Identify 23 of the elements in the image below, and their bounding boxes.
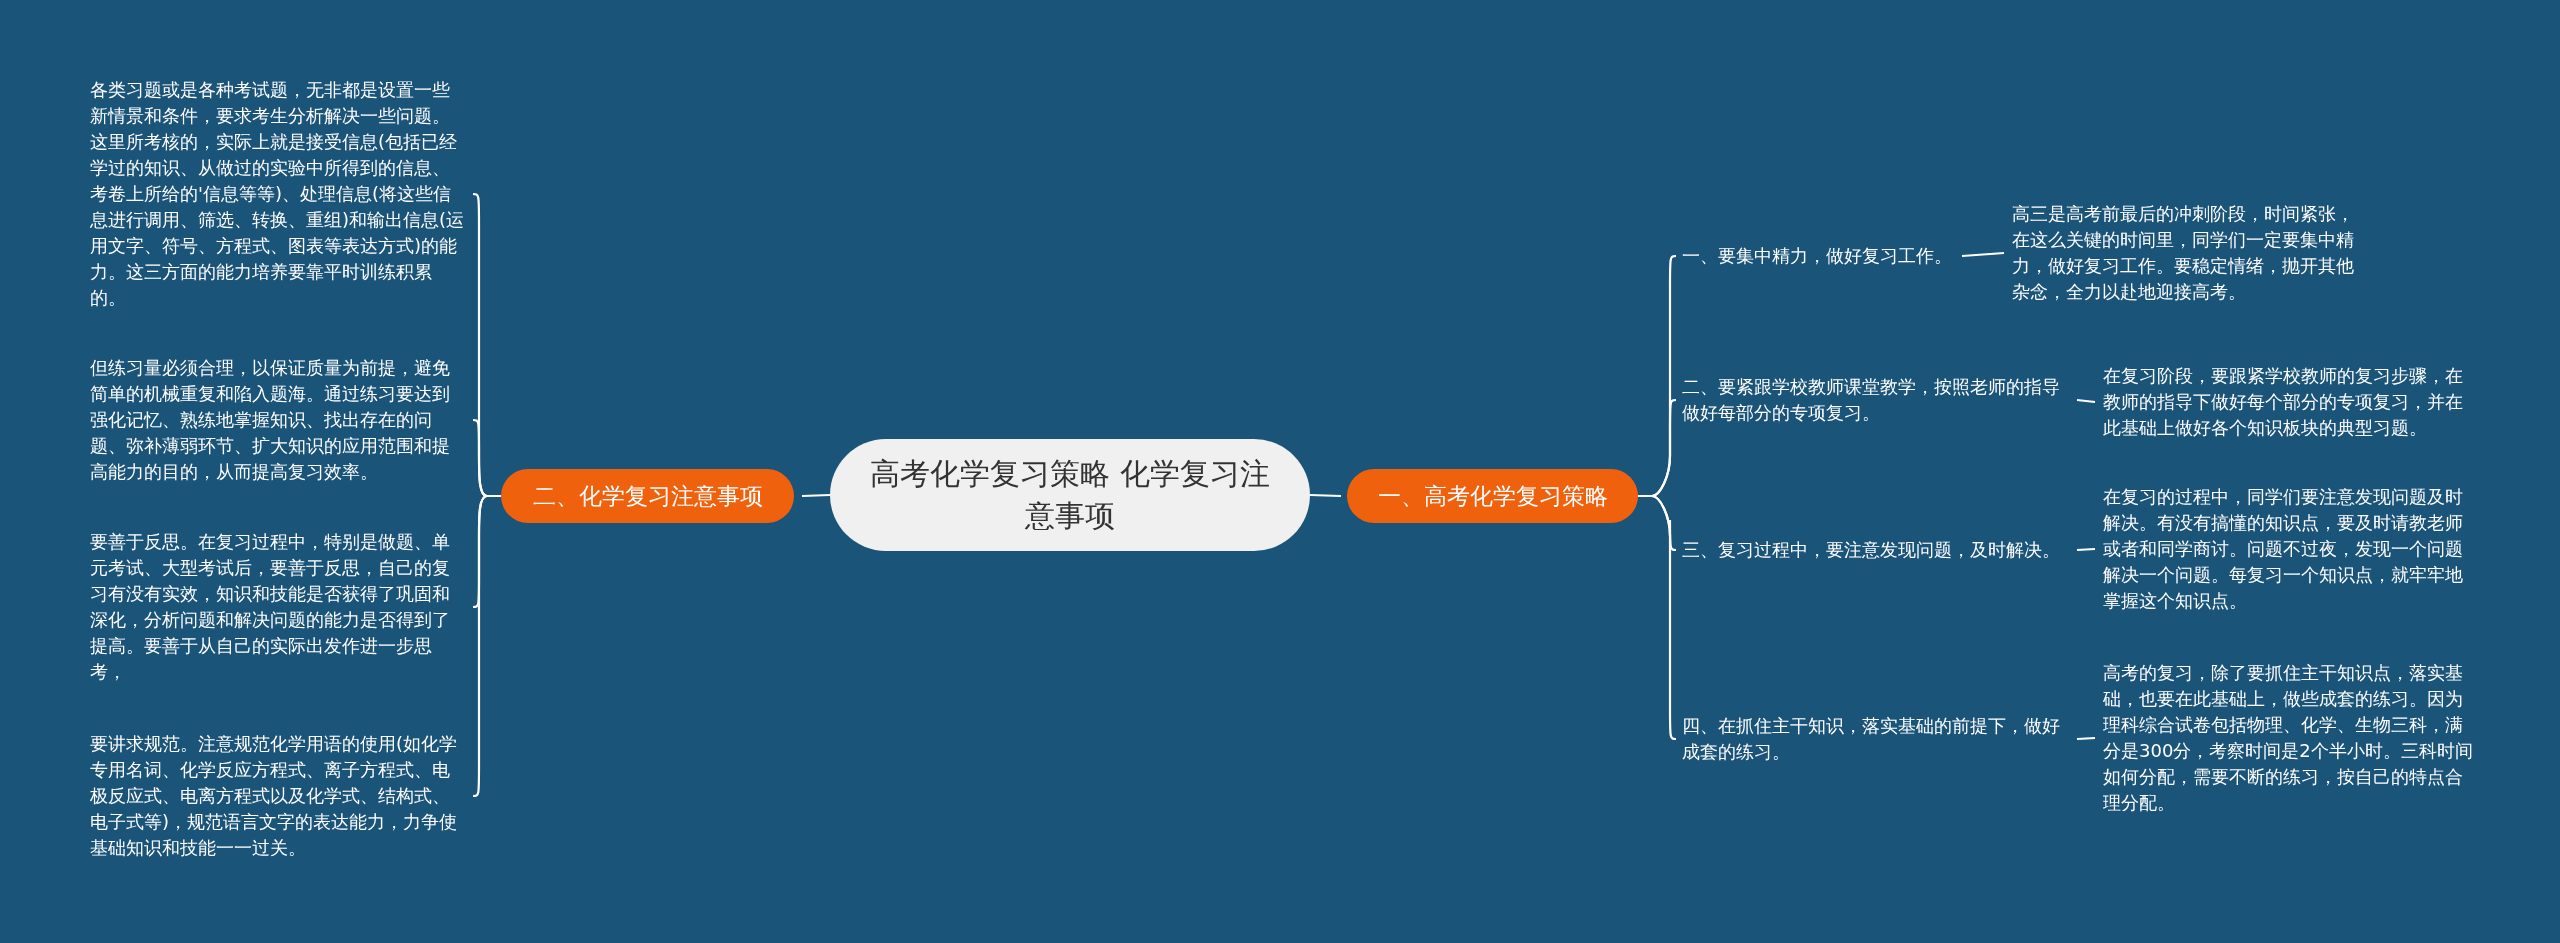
detail-text: 高考的复习，除了要抓住主干知识点，落实基础，也要在此基础上，做些成套的练习。因为理科综合试卷包括物理、化学、生物三科，满分是300分，考察时间是2个半小时。三科时间如何分配，需要不断的练习，按自己的特点合理分配。 xyxy=(2103,660,2478,816)
connector-line xyxy=(1309,493,1342,498)
detail-text: 各类习题或是各种考试题，无非都是设置一些新情景和条件，要求考生分析解决一些问题。这里所考核的，实际上就是接受信息(包括已经学过的知识、从做过的实验中所得到的信息、考卷上所给的'信息等等)、处理信息(将这些信息进行调用、筛选、转换、重组)和输出信息(运用文字、符号、方程式、图表等表达方式)的能力。这三方面的能力培养要靠平时训练积累的。 xyxy=(90,77,465,311)
connector-line xyxy=(472,494,501,798)
detail-text: 在复习的过程中，同学们要注意发现问题及时解决。有没有搞懂的知识点，要及时请教老师或者和同学商讨。问题不过夜，发现一个问题解决一个问题。每复习一个知识点，就牢牢地掌握这个知识点。 xyxy=(2103,484,2478,614)
central-topic: 高考化学复习策略 化学复习注意事项 xyxy=(830,439,1310,551)
detail-text: 高三是高考前最后的冲刺阶段，时间紧张，在这么关键的时间里，同学们一定要集中精力，做好复习工作。要稳定情绪，抛开其他杂念，全力以赴地迎接高考。 xyxy=(2012,201,2357,305)
connector-line xyxy=(1961,251,2005,258)
subtopic-text: 二、要紧跟学校教师课堂教学，按照老师的指导做好每部分的专项复习。 xyxy=(1682,374,2067,426)
subtopic-text: 三、复习过程中，要注意发现问题，及时解决。 xyxy=(1682,537,2067,563)
connector-line xyxy=(801,493,831,498)
connector-line xyxy=(2076,398,2096,404)
detail-text: 要讲求规范。注意规范化学用语的使用(如化学专用名词、化学反应方程式、离子方程式、电极反应式、电离方程式以及化学式、结构式、电子式等)，规范语言文字的表达能力，力争使基础知识和技能一一过关。 xyxy=(90,731,465,861)
detail-text: 但练习量必须合理，以保证质量为前提，避免简单的机械重复和陷入题海。通过练习要达到强化记忆、熟练地掌握知识、找出存在的问题、弥补薄弱环节、扩大知识的应用范围和提高能力的目的，从而提高复习效率。 xyxy=(90,355,465,485)
branch-topic: 二、化学复习注意事项 xyxy=(501,469,794,523)
detail-text: 要善于反思。在复习过程中，特别是做题、单元考试、大型考试后，要善于反思，自己的复习有没有实效，知识和技能是否获得了巩固和深化，分析问题和解决问题的能力是否得到了提高。要善于从自己的实际出发作进一步思考， xyxy=(90,529,465,685)
connector-line xyxy=(2076,736,2096,741)
branch-topic: 一、高考化学复习策略 xyxy=(1347,469,1638,523)
subtopic-text: 四、在抓住主干知识，落实基础的前提下，做好成套的练习。 xyxy=(1682,713,2067,765)
connector-line xyxy=(1638,494,1677,741)
detail-text: 在复习阶段，要跟紧学校教师的复习步骤，在教师的指导下做好每个部分的专项复习，并在此基础上做好各个知识板块的典型习题。 xyxy=(2103,363,2478,441)
subtopic-text: 一、要集中精力，做好复习工作。 xyxy=(1682,243,1952,269)
connector-line xyxy=(2076,547,2096,552)
